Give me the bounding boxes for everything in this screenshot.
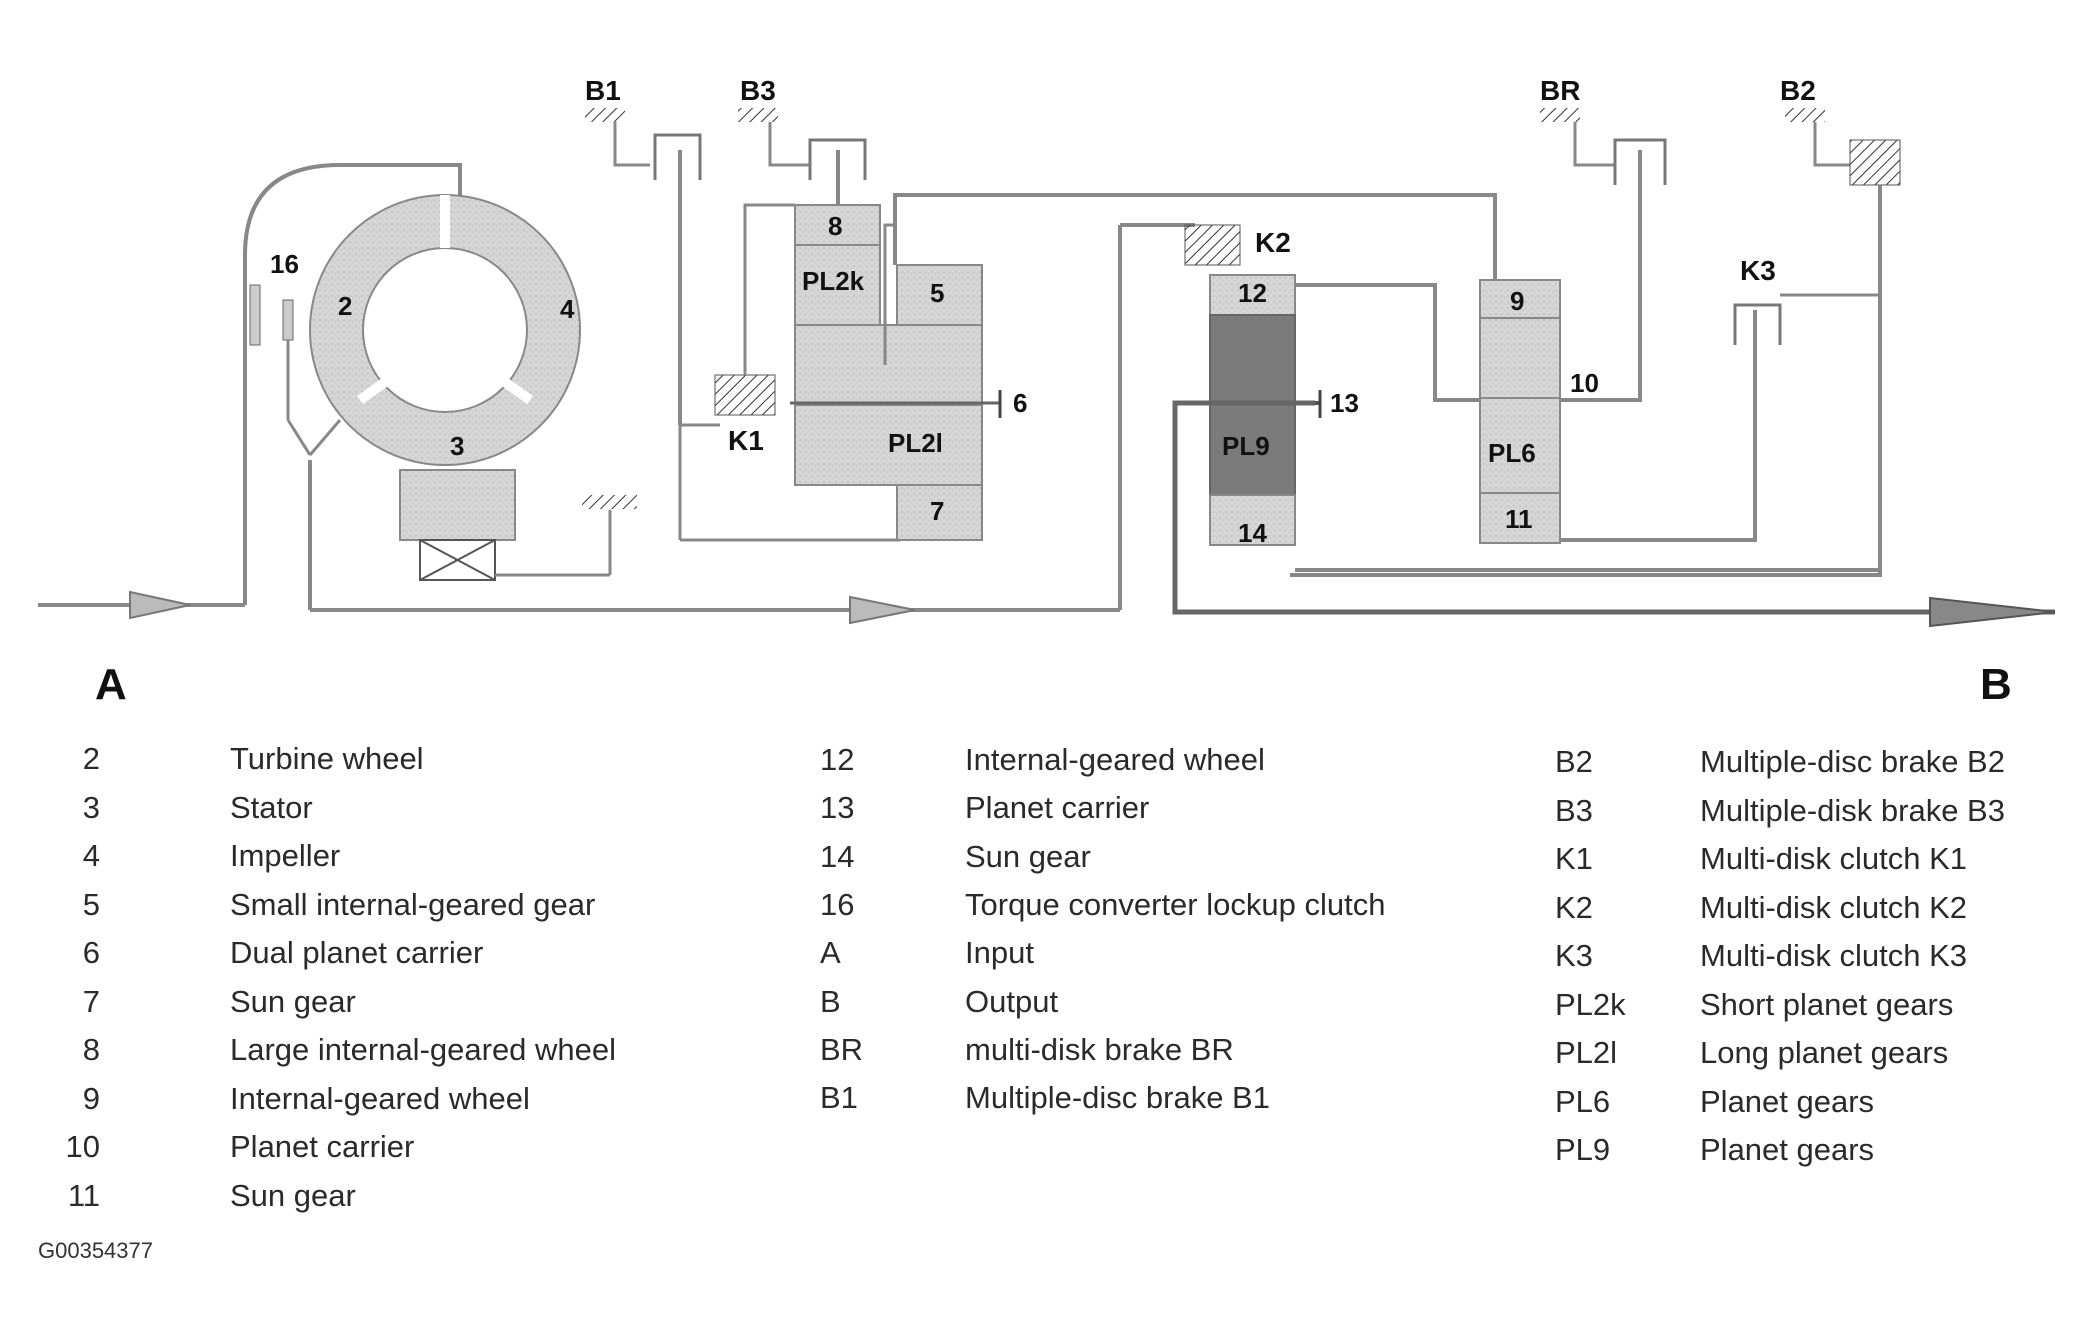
legend-key: 14 — [820, 838, 855, 874]
legend-key: 8 — [82, 1032, 100, 1067]
label-B2: B2 — [1780, 75, 1816, 106]
legend-key: B2 — [1555, 744, 1593, 779]
legend-description: Torque converter lockup clutch — [965, 886, 1386, 922]
side-label-a: A — [95, 660, 127, 709]
figure-code: G00354377 — [38, 1238, 153, 1263]
legend-description: Multiple-disc brake B1 — [965, 1080, 1270, 1116]
legend-description: Multi-disk clutch K2 — [1700, 889, 1968, 925]
legend-description: Multiple-disk brake B3 — [1700, 792, 2005, 828]
label-PL2l: PL2l — [888, 428, 943, 458]
label-7: 7 — [930, 496, 944, 526]
label-12: 12 — [1238, 278, 1267, 308]
legend-key: K3 — [1555, 938, 1593, 973]
legend-description: Multi-disk clutch K3 — [1700, 938, 1968, 973]
label-K2: K2 — [1255, 227, 1291, 258]
planetary-set-pl6 — [1479, 150, 1757, 544]
legend-description: Stator — [230, 789, 313, 825]
legend-description: Small internal-geared gear — [230, 886, 596, 922]
legend-description: Sun gear — [230, 983, 356, 1019]
legend-key: 10 — [65, 1129, 100, 1164]
output-shaft — [1172, 400, 2055, 615]
clutch-k3 — [1733, 293, 1880, 345]
legend-key: PL2l — [1555, 1035, 1618, 1070]
clutch-k2 — [1184, 224, 1241, 266]
legend-description: Turbine wheel — [230, 741, 424, 776]
legend-key: PL6 — [1555, 1083, 1611, 1119]
legend-key: 6 — [82, 935, 100, 970]
legend-description: Multiple-disc brake B2 — [1700, 744, 2005, 779]
label-16: 16 — [270, 249, 299, 279]
brake-b1 — [585, 108, 900, 542]
label-2: 2 — [338, 291, 352, 321]
legend-key: PL2k — [1555, 986, 1626, 1022]
label-PL6: PL6 — [1488, 438, 1536, 468]
legend-key: A — [820, 935, 841, 971]
side-label-b: B — [1980, 660, 2012, 709]
legend-description: Short planet gears — [1700, 986, 1954, 1022]
legend-key: 2 — [82, 741, 100, 776]
legend-key: 9 — [82, 1080, 100, 1116]
legend-key: 4 — [82, 838, 100, 873]
transmission-schematic: 16 2 4 3 B1 B3 K1 8 PL2k 5 — [38, 75, 2056, 628]
label-8: 8 — [828, 211, 842, 241]
torque-converter — [249, 194, 637, 581]
legend-key: B1 — [820, 1080, 858, 1116]
label-K3: K3 — [1740, 255, 1776, 286]
brake-b3 — [738, 108, 867, 205]
legend-key: 11 — [67, 1177, 100, 1213]
label-11: 11 — [1505, 504, 1533, 534]
legend-description: Large internal-geared wheel — [230, 1032, 617, 1067]
mid-arrow — [849, 595, 916, 625]
output-arrow — [1929, 596, 2056, 628]
input-arrow — [129, 590, 191, 620]
legend-description: Sun gear — [965, 838, 1091, 874]
label-3: 3 — [450, 431, 464, 461]
label-B1: B1 — [585, 75, 621, 106]
label-PL9: PL9 — [1222, 431, 1270, 461]
legend-description: multi-disk brake BR — [965, 1031, 1234, 1067]
clutch-k1 — [714, 203, 795, 416]
legend-description: Planet carrier — [965, 790, 1150, 826]
legend-key: 13 — [820, 790, 855, 826]
legend-description: Impeller — [230, 838, 341, 873]
label-13: 13 — [1330, 388, 1359, 418]
label-10: 10 — [1570, 368, 1599, 398]
legend-description: Planet gears — [1700, 1083, 1875, 1119]
label-K1: K1 — [728, 425, 764, 456]
label-14: 14 — [1238, 518, 1267, 548]
label-4: 4 — [560, 294, 575, 324]
legend-key: BR — [820, 1031, 864, 1067]
legend-description: Internal-geared wheel — [230, 1080, 530, 1116]
legend-key: PL9 — [1555, 1132, 1611, 1167]
legend-key: 5 — [82, 886, 100, 922]
legend-key: B3 — [1555, 792, 1593, 828]
label-BR: BR — [1540, 75, 1580, 106]
legend-description: Dual planet carrier — [230, 935, 484, 970]
label-B3: B3 — [740, 75, 776, 106]
legend-description: Internal-geared wheel — [965, 742, 1265, 777]
legend-description: Input — [965, 935, 1034, 971]
legend-description: Sun gear — [230, 1177, 356, 1213]
brake-br — [1540, 108, 1667, 185]
legend-description: Output — [965, 983, 1059, 1019]
legend-description: Long planet gears — [1700, 1035, 1949, 1070]
legend-key: K2 — [1555, 889, 1593, 925]
legend-key: B — [820, 983, 841, 1019]
legend-key: 16 — [820, 886, 855, 922]
legend-key: 12 — [820, 742, 855, 777]
ravigneaux-set — [790, 193, 1497, 541]
legend-key: 3 — [82, 789, 100, 825]
label-6: 6 — [1013, 388, 1027, 418]
label-5: 5 — [930, 278, 944, 308]
legend-key: K1 — [1555, 841, 1593, 876]
label-9: 9 — [1510, 286, 1524, 316]
input-shaft — [38, 163, 1195, 612]
legend-description: Planet gears — [1700, 1132, 1875, 1167]
legend-key: 7 — [82, 983, 100, 1019]
legend-description: Planet carrier — [230, 1129, 415, 1164]
legend-description: Multi-disk clutch K1 — [1700, 841, 1968, 876]
label-PL2k: PL2k — [802, 266, 865, 296]
brake-b2 — [1290, 108, 1901, 577]
